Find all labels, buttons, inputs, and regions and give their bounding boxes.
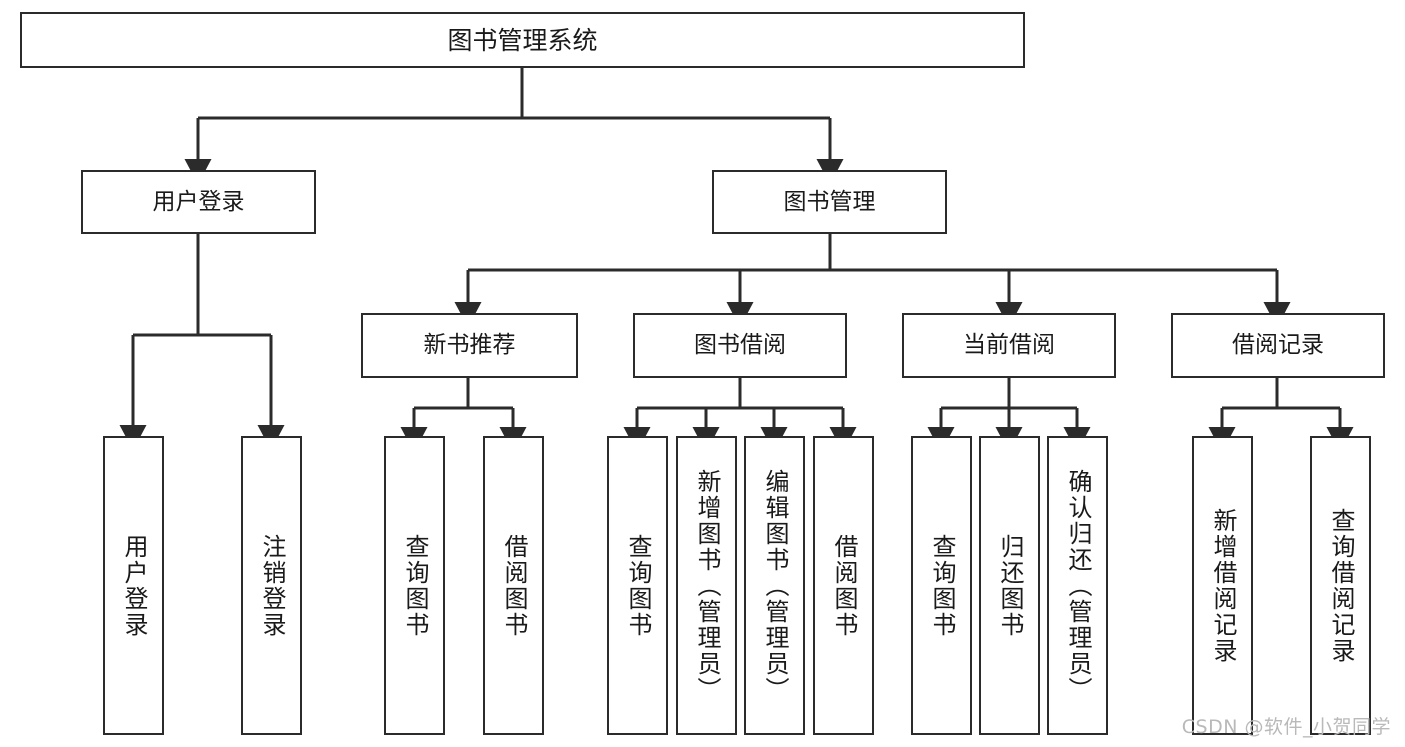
node-label: 查询图书	[623, 533, 652, 638]
leaf-book-borrow-borrow[interactable]: 借阅图书	[813, 436, 874, 735]
node-new-book-recommend[interactable]: 新书推荐	[361, 313, 578, 378]
node-label: 新增借阅记录	[1208, 507, 1237, 664]
node-borrow-record[interactable]: 借阅记录	[1171, 313, 1385, 378]
node-label: 确认归还（管理员）	[1063, 468, 1092, 703]
node-label: 新书推荐	[423, 332, 516, 359]
node-label: 新增图书（管理员）	[692, 468, 721, 703]
leaf-current-borrow-confirm-return[interactable]: 确认归还（管理员）	[1047, 436, 1108, 735]
leaf-borrow-record-query[interactable]: 查询借阅记录	[1310, 436, 1371, 735]
node-label: 归还图书	[995, 533, 1024, 638]
leaf-book-borrow-edit[interactable]: 编辑图书（管理员）	[744, 436, 805, 735]
leaf-book-borrow-add[interactable]: 新增图书（管理员）	[676, 436, 737, 735]
node-label: 借阅图书	[499, 533, 528, 638]
leaf-user-login-login[interactable]: 用户登录	[103, 436, 164, 735]
leaf-new-book-borrow[interactable]: 借阅图书	[483, 436, 544, 735]
node-label: 查询图书	[400, 533, 429, 638]
node-label: 查询借阅记录	[1326, 507, 1355, 664]
node-label: 编辑图书（管理员）	[760, 468, 789, 703]
node-label: 图书管理	[783, 188, 876, 215]
node-current-borrow[interactable]: 当前借阅	[902, 313, 1116, 378]
node-label: 用户登录	[119, 533, 148, 638]
node-label: 查询图书	[927, 533, 956, 638]
leaf-current-borrow-query[interactable]: 查询图书	[911, 436, 972, 735]
leaf-borrow-record-add[interactable]: 新增借阅记录	[1192, 436, 1253, 735]
node-book-management[interactable]: 图书管理	[712, 170, 947, 234]
node-label: 图书管理系统	[447, 25, 598, 55]
node-label: 用户登录	[152, 188, 245, 215]
node-label: 图书借阅	[694, 332, 786, 359]
node-root-book-management-system[interactable]: 图书管理系统	[20, 12, 1025, 68]
leaf-user-login-logout[interactable]: 注销登录	[241, 436, 302, 735]
node-label: 当前借阅	[963, 332, 1055, 359]
node-label: 注销登录	[257, 533, 286, 638]
node-label: 借阅记录	[1232, 332, 1324, 359]
leaf-book-borrow-query[interactable]: 查询图书	[607, 436, 668, 735]
node-user-login[interactable]: 用户登录	[81, 170, 316, 234]
leaf-current-borrow-return[interactable]: 归还图书	[979, 436, 1040, 735]
node-label: 借阅图书	[829, 533, 858, 638]
leaf-new-book-query[interactable]: 查询图书	[384, 436, 445, 735]
node-book-borrow[interactable]: 图书借阅	[633, 313, 847, 378]
